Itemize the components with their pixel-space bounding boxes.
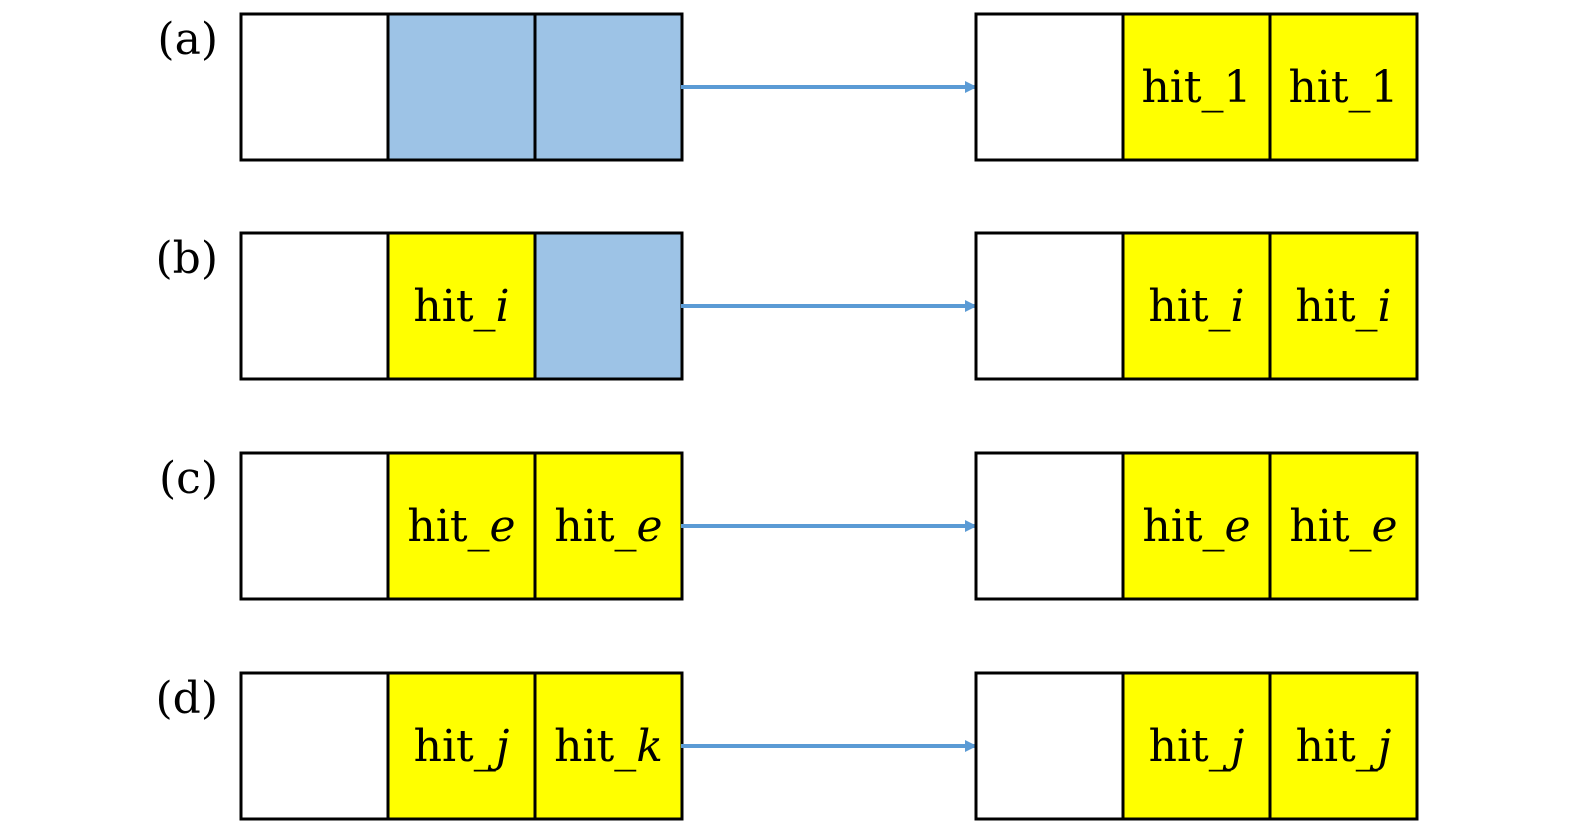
cell-label-prefix: hit_ — [413, 281, 495, 332]
yellow-cell-box — [1121, 231, 1272, 381]
cell-label-variable: e — [1225, 501, 1251, 552]
cell-label: hit_i — [1148, 281, 1244, 332]
empty-cell-box — [974, 231, 1125, 381]
yellow-cell-box — [1268, 451, 1419, 601]
yellow-cell-box — [386, 671, 537, 821]
yellow-cell-box — [533, 671, 684, 821]
after-cell-0 — [974, 671, 1125, 821]
after-cell-1: hit_1 — [1121, 12, 1272, 162]
cell-label-variable: i — [496, 281, 510, 332]
before-cell-0 — [239, 12, 390, 162]
cell-label: hit_i — [413, 281, 509, 332]
cell-label: hit_e — [554, 501, 662, 552]
cell-label-prefix: hit_ — [1289, 501, 1371, 552]
empty-cell-box — [974, 671, 1125, 821]
cell-label-prefix: hit_ — [1296, 721, 1378, 772]
blue-cell-box — [533, 231, 684, 381]
cell-label: hit_k — [554, 721, 663, 772]
yellow-cell-box — [386, 451, 537, 601]
empty-cell-box — [239, 451, 390, 601]
blue-cell-box — [533, 12, 684, 162]
empty-cell-box — [974, 451, 1125, 601]
yellow-cell-box — [1121, 671, 1272, 821]
before-cell-2: hit_k — [533, 671, 684, 821]
cell-label-variable: e — [1372, 501, 1398, 552]
after-state: hit_j hit_j — [974, 671, 1419, 821]
cell-label: hit_1 — [1288, 62, 1398, 113]
cell-label: hit_e — [407, 501, 515, 552]
yellow-cell-box — [1121, 451, 1272, 601]
cell-label-prefix: hit_1 — [1288, 62, 1398, 113]
after-cell-1: hit_j — [1121, 671, 1272, 821]
cell-label: hit_j — [1149, 721, 1245, 772]
empty-cell-box — [974, 12, 1125, 162]
yellow-cell-box — [533, 451, 684, 601]
cell-label-prefix: hit_ — [1149, 721, 1231, 772]
before-cell-2 — [533, 12, 684, 162]
empty-cell-box — [239, 671, 390, 821]
row-label: (c) — [159, 453, 218, 504]
cell-label-prefix: hit_ — [1142, 501, 1224, 552]
after-cell-2: hit_1 — [1268, 12, 1419, 162]
after-cell-1: hit_e — [1121, 451, 1272, 601]
diagram-row-a: (a) hit_1 hit_1 — [157, 12, 1419, 162]
cell-label-prefix: hit_ — [554, 721, 636, 772]
after-cell-2: hit_e — [1268, 451, 1419, 601]
cell-label-prefix: hit_ — [414, 721, 496, 772]
cell-label: hit_i — [1295, 281, 1391, 332]
after-state: hit_1 hit_1 — [974, 12, 1419, 162]
blue-cell-box — [386, 12, 537, 162]
cell-label-prefix: hit_ — [554, 501, 636, 552]
before-cell-0 — [239, 231, 390, 381]
before-cell-1: hit_i — [386, 231, 537, 381]
cell-label-variable: i — [1231, 281, 1245, 332]
yellow-cell-box — [1268, 231, 1419, 381]
cell-label-prefix: hit_1 — [1141, 62, 1251, 113]
after-cell-0 — [974, 12, 1125, 162]
empty-cell-box — [239, 12, 390, 162]
row-label: (b) — [156, 233, 219, 284]
yellow-cell-box — [386, 231, 537, 381]
cell-label: hit_j — [1296, 721, 1392, 772]
yellow-cell-box — [1268, 671, 1419, 821]
before-cell-1: hit_e — [386, 451, 537, 601]
cell-label-prefix: hit_ — [407, 501, 489, 552]
cell-label: hit_e — [1142, 501, 1250, 552]
cell-label-variable: i — [1378, 281, 1392, 332]
cell-label-prefix: hit_ — [1295, 281, 1377, 332]
after-cell-2: hit_j — [1268, 671, 1419, 821]
before-cell-2: hit_e — [533, 451, 684, 601]
before-cell-0 — [239, 451, 390, 601]
cell-label-prefix: hit_ — [1148, 281, 1230, 332]
yellow-cell-box — [1268, 12, 1419, 162]
before-cell-0 — [239, 671, 390, 821]
cell-label: hit_e — [1289, 501, 1397, 552]
before-cell-2 — [533, 231, 684, 381]
cell-label: hit_j — [414, 721, 510, 772]
after-cell-0 — [974, 231, 1125, 381]
cell-label-variable: k — [636, 721, 663, 772]
empty-cell-box — [239, 231, 390, 381]
before-state: hit_i — [239, 231, 684, 381]
before-state — [239, 12, 684, 162]
cell-label-variable: e — [490, 501, 516, 552]
after-cell-0 — [974, 451, 1125, 601]
row-label: (a) — [157, 14, 218, 65]
before-cell-1 — [386, 12, 537, 162]
row-label: (d) — [156, 673, 219, 724]
cell-label: hit_1 — [1141, 62, 1251, 113]
before-cell-1: hit_j — [386, 671, 537, 821]
after-cell-2: hit_i — [1268, 231, 1419, 381]
cell-label-variable: e — [637, 501, 663, 552]
after-cell-1: hit_i — [1121, 231, 1272, 381]
